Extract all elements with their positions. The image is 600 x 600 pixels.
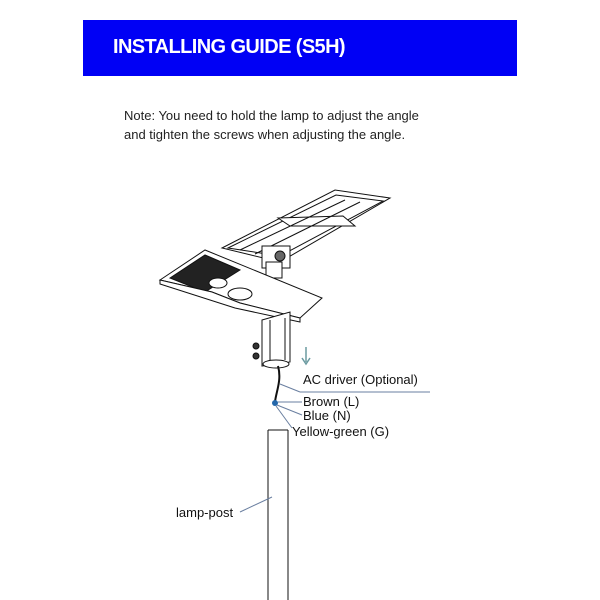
wire-connector xyxy=(272,400,278,406)
yellow-green-leader xyxy=(275,405,293,429)
ac-driver-label: AC driver (Optional) xyxy=(303,372,418,387)
cable xyxy=(274,365,281,403)
blue-leader xyxy=(276,404,303,416)
mounting-joint xyxy=(261,245,291,279)
down-arrow-icon xyxy=(301,347,311,366)
lamp-post xyxy=(267,429,289,600)
header-banner: INSTALLING GUIDE (S5H) xyxy=(83,20,517,76)
note-line-1: Note: You need to hold the lamp to adjus… xyxy=(124,108,419,123)
lamp-post-leader xyxy=(239,496,273,513)
ac-driver-leader-line xyxy=(279,383,301,393)
page-title: INSTALLING GUIDE (S5H) xyxy=(113,36,346,58)
solar-panel xyxy=(220,189,392,263)
note-line-2: and tighten the screws when adjusting th… xyxy=(124,127,406,142)
blue-wire-label: Blue (N) xyxy=(303,408,351,423)
lamp-post-label: lamp-post xyxy=(176,505,234,520)
yellow-green-wire-label: Yellow-green (G) xyxy=(292,424,390,439)
brown-wire-label: Brown (L) xyxy=(303,394,360,409)
pole-bracket xyxy=(252,311,291,369)
installation-note: Note: You need to hold the lamp to adjus… xyxy=(124,106,419,144)
lamp-head xyxy=(158,249,323,323)
